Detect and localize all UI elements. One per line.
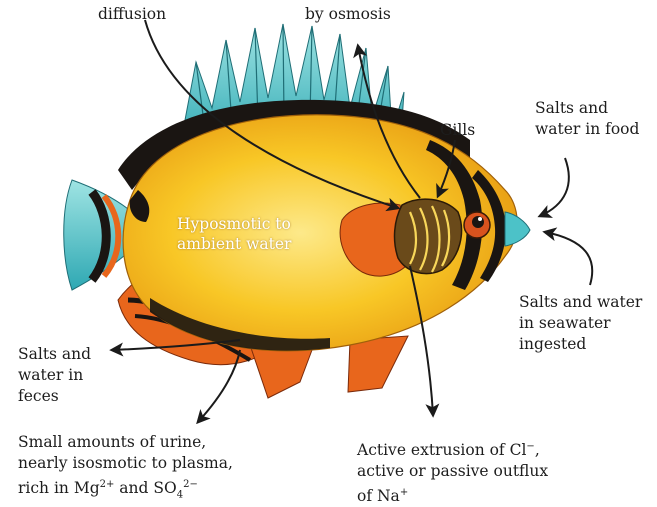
- arrow-seawater: [545, 232, 592, 285]
- label-seawater-line-3: ingested: [519, 334, 642, 355]
- urine-mg-charge: 2+: [100, 479, 115, 490]
- label-osmosis-text: by osmosis: [305, 4, 391, 25]
- label-feces-line-3: feces: [18, 386, 91, 407]
- label-extrusion: Active extrusion of Cl−, active or passi…: [357, 436, 548, 507]
- label-diffusion: diffusion: [98, 4, 166, 25]
- pelvic-fin-right: [348, 336, 408, 392]
- label-food: Salts and water in food: [535, 98, 639, 140]
- extrusion-cl-text: Active extrusion of Cl: [357, 441, 526, 459]
- label-feces-line-1: Salts and: [18, 344, 91, 365]
- label-urine-line-1: Small amounts of urine,: [18, 432, 233, 453]
- extrusion-comma: ,: [535, 441, 540, 459]
- label-extrusion-line-3: of Na+: [357, 482, 548, 507]
- urine-so-charge: 2−: [183, 479, 198, 490]
- label-diffusion-text: diffusion: [98, 4, 166, 25]
- label-urine: Small amounts of urine, nearly isosmotic…: [18, 432, 233, 505]
- eye: [464, 212, 490, 238]
- arrow-food: [540, 158, 569, 216]
- label-extrusion-line-1: Active extrusion of Cl−,: [357, 436, 548, 461]
- urine-mg-text: rich in Mg: [18, 479, 100, 497]
- label-food-line-2: water in food: [535, 119, 639, 140]
- label-food-line-1: Salts and: [535, 98, 639, 119]
- urine-and-text: and SO: [114, 479, 176, 497]
- gills: [395, 199, 462, 273]
- label-extrusion-line-2: active or passive outflux: [357, 461, 548, 482]
- label-feces-line-2: water in: [18, 365, 91, 386]
- label-seawater: Salts and water in seawater ingested: [519, 292, 642, 355]
- label-feces: Salts and water in feces: [18, 344, 91, 407]
- extrusion-cl-charge: −: [526, 441, 534, 452]
- label-gills: Gills: [440, 120, 475, 141]
- extrusion-na-charge: +: [400, 487, 408, 498]
- pelvic-fin-left: [250, 345, 312, 398]
- label-urine-line-2: nearly isosmotic to plasma,: [18, 453, 233, 474]
- extrusion-na-text: of Na: [357, 487, 400, 505]
- label-gills-text: Gills: [440, 120, 475, 141]
- label-seawater-line-2: in seawater: [519, 313, 642, 334]
- label-hyposmotic-line-1: Hyposmotic to: [177, 214, 291, 234]
- urine-so-subscript: 4: [177, 489, 183, 500]
- label-seawater-line-1: Salts and water: [519, 292, 642, 313]
- snout: [505, 212, 530, 246]
- label-hyposmotic-line-2: ambient water: [177, 234, 291, 254]
- label-hyposmotic: Hyposmotic to ambient water: [177, 214, 291, 254]
- label-urine-line-3: rich in Mg2+ and SO42−: [18, 474, 233, 505]
- label-osmosis: by osmosis: [305, 4, 391, 25]
